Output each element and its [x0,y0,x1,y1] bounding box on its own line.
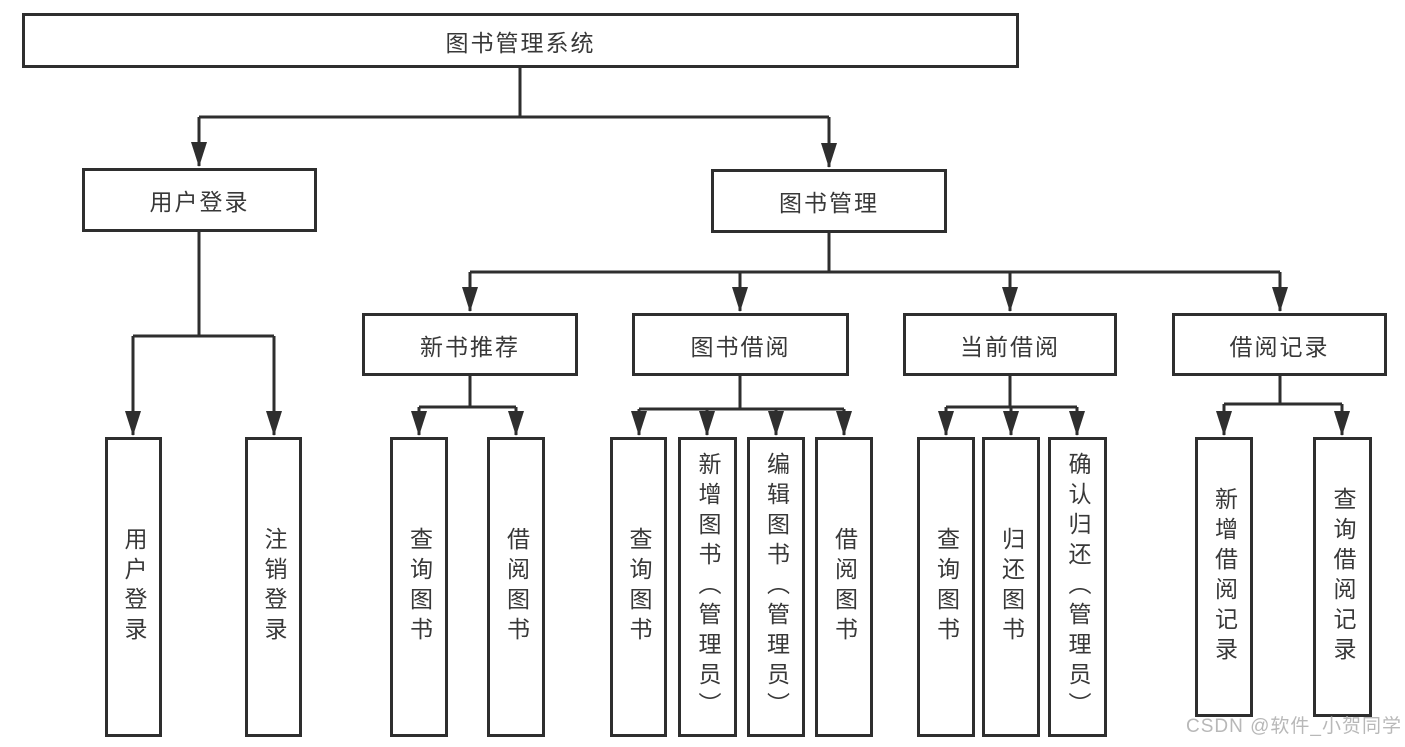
node-label: 用户登录 [121,527,147,647]
node-label: 当前借阅 [960,333,1060,360]
node-label: 新增图书（管理员） [695,452,721,722]
node-label: 新书推荐 [420,333,520,360]
node-label: 新增借阅记录 [1211,487,1238,667]
node-leaf-edit-books-admin: 编辑图书（管理员） [747,437,805,737]
node-book-borrowing: 图书借阅 [632,313,849,376]
node-label: 查询借阅记录 [1330,487,1356,667]
node-leaf-borrow-books-1: 借阅图书 [487,437,545,737]
node-leaf-query-books-3: 查询图书 [917,437,975,737]
node-new-book-recommend: 新书推荐 [362,313,578,376]
node-label: 注销登录 [261,527,287,647]
node-label: 图书管理系统 [445,29,596,56]
node-label: 图书管理 [779,190,879,216]
node-label: 用户登录 [149,189,250,215]
node-label: 借阅图书 [503,527,530,647]
node-borrowing-records: 借阅记录 [1172,313,1387,376]
node-leaf-logout: 注销登录 [245,437,302,737]
node-leaf-borrow-books-2: 借阅图书 [815,437,873,737]
node-book-management: 图书管理 [711,169,947,233]
node-leaf-user-login: 用户登录 [105,437,162,737]
node-leaf-add-books-admin: 新增图书（管理员） [678,437,737,737]
node-label: 查询图书 [933,527,960,647]
node-current-borrowing: 当前借阅 [903,313,1117,376]
node-label: 编辑图书（管理员） [763,452,790,722]
node-leaf-add-borrow-record: 新增借阅记录 [1195,437,1253,717]
node-leaf-confirm-return-admin: 确认归还（管理员） [1048,437,1107,737]
node-leaf-query-books-1: 查询图书 [390,437,448,737]
node-label: 确认归还（管理员） [1065,452,1091,722]
node-label: 借阅记录 [1229,333,1330,360]
node-label: 查询图书 [626,527,652,647]
node-leaf-return-books: 归还图书 [982,437,1040,737]
csdn-watermark: CSDN @软件_小贺同学 [1186,716,1402,737]
node-label: 归还图书 [998,527,1025,647]
node-leaf-query-books-2: 查询图书 [610,437,667,737]
node-label: 借阅图书 [831,527,858,647]
node-root: 图书管理系统 [22,13,1019,68]
node-user-login: 用户登录 [82,168,317,232]
node-label: 查询图书 [406,527,433,647]
node-leaf-query-borrow-record: 查询借阅记录 [1313,437,1372,717]
node-label: 图书借阅 [690,333,791,360]
